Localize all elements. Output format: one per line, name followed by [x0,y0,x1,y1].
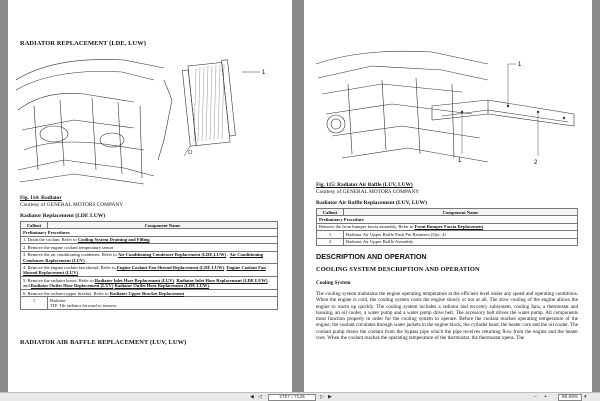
table-row: 1. Drain the coolant. Refer to Cooling S… [20,235,278,245]
procedure-link[interactable]: Front Bumper Fascia Replacement [414,224,484,230]
first-page-icon[interactable]: ◁ [258,393,262,400]
zoom-out-icon[interactable]: − [534,393,537,400]
procedure-link[interactable]: Radiator Outlet Hose Replacement (LDE LU… [114,283,209,289]
procedure-link[interactable]: Radiator Inlet Hose Replacement (LUV) [94,277,175,283]
procedure-step: 4. Remove the engine coolant fan shroud.… [20,263,278,278]
step-text: Drain the coolant. Refer to [27,237,78,243]
callout-label: 1 [458,158,462,164]
procedure-link[interactable]: Air Conditioning Condenser Replacement (… [117,252,227,258]
radiator-illustration: 1 [15,59,266,185]
step-number: 6. [23,290,28,296]
procedure-link[interactable]: Radiator Upper Bracket Replacement [109,290,185,296]
step-text: Remove the radiator upper bracket. Refer… [27,290,110,296]
step-number: 3. [23,252,28,258]
document-page-right: 1 1 2 Fig. 115: Radiator Air Baffle (LUV… [304,0,592,392]
table-header-component: Component Name [343,207,578,217]
section-label: Preliminary Procedure [316,215,578,224]
table-row: 2. Remove the engine coolant temperature… [20,243,278,252]
step-text: , [174,277,177,283]
table-header-callout: Callout [20,220,48,230]
section-heading: DESCRIPTION AND OPERATION [316,252,427,261]
callout-label: 1 [518,62,522,68]
procedure-link[interactable]: Radiator Inlet Hose Replacement (LDE LUW… [176,277,268,283]
zoom-in-icon[interactable]: + [544,393,547,400]
prev-page-icon[interactable]: ◀ [250,393,254,400]
component-name: Radiator Air Upper Baffle Assembly [343,237,578,247]
procedure-step: 6. Remove the radiator upper bracket. Re… [20,289,278,298]
figure-caption: Fig. 115: Radiator Air Baffle (LUV, LUW) [316,182,413,188]
table-row: 5. Remove the radiator hoses. Refer to R… [20,276,278,291]
step-text: Remove the radiator hoses. Refer to [27,277,95,283]
section-label: Preliminary Procedures [20,228,278,237]
radiator-air-baffle-illustration: 1 1 2 [315,50,575,166]
step-number: 1. [23,237,28,243]
procedure-step: 3. Remove the air conditioning condenser… [20,250,278,265]
callout-number: 1 [316,230,344,239]
step-text: , [224,264,227,270]
figure-courtesy: Courtesy of GENERAL MOTORS COMPANY [316,189,420,195]
step-text: . [84,257,86,263]
step-number: 5. [23,277,28,283]
step-number: 2. [23,244,28,250]
total-pages: 7126 [294,394,305,400]
procedure-link[interactable]: Cooling System Draining and Filling [77,237,150,243]
step-text: Remove the front bumper fascia assembly.… [319,224,415,230]
table-header-callout: Callout [316,207,344,217]
procedure-link[interactable]: Air Conditioning Condenser Replacement (… [23,252,264,263]
step-number: 4. [23,264,28,270]
table-title: Radiator Air Baffle Replacement (LUV, LU… [316,200,427,206]
callout-number: 1 [20,296,48,311]
procedure-link[interactable]: Engine Coolant Fan Shroud Replacement (L… [116,264,225,270]
step-text: , and [23,277,269,289]
figure-caption: Fig. 114: Radiator [20,195,62,201]
table-row: 6. Remove the radiator upper bracket. Re… [20,289,278,298]
callout-label: 1 [262,70,266,76]
callout-label: 2 [534,160,538,166]
table-title: Radiator Replacement (LDE LUW) [20,213,106,219]
procedure-table: Callout Component Name Preliminary Proce… [20,220,278,311]
procedure-link[interactable]: Radiator Outlet Hose Replacement (LUV) [30,283,114,289]
step-text: Remove the engine coolant fan shroud. Re… [27,264,117,270]
last-page-icon[interactable]: ▶ [328,393,332,400]
step-text: . [78,270,80,276]
procedure-step: 1. Drain the coolant. Refer to Cooling S… [20,235,278,245]
procedure-table: Callout Component Name Preliminary Proce… [316,207,578,247]
step-text: Remove the air conditioning condenser. R… [27,252,118,258]
tip-text: TIP: Tilt radiator forward to remove. [50,303,118,309]
figure-courtesy: Courtesy of GENERAL MOTORS COMPANY [20,202,124,208]
procedure-link[interactable]: Engine Coolant Fan Shroud Replacement (L… [23,264,266,276]
procedure-step: 5. Remove the radiator hoses. Refer to R… [20,276,278,291]
table-row: 3. Remove the air conditioning condenser… [20,250,278,265]
callout-number: 2 [316,237,344,247]
body-paragraph: The cooling system maintains the engine … [316,291,578,342]
next-section-heading: RADIATOR AIR BAFFLE REPLACEMENT (LUV, LU… [20,339,187,346]
step-text: , [226,252,230,258]
step-text: . [149,237,151,243]
current-page: 2707 [279,394,290,400]
cooling-system-label: Cooling System [316,280,351,286]
document-page-left: RADIATOR REPLACEMENT (LDE, LUW) [8,0,292,392]
sub-heading: COOLING SYSTEM DESCRIPTION AND OPERATION [316,266,480,273]
procedure-step: 2. Remove the engine coolant temperature… [20,243,278,252]
step-text: . [209,283,211,289]
step-text: Remove the engine coolant temperature se… [27,244,115,250]
preliminary-step: Remove the front bumper fascia assembly.… [316,222,578,232]
zoom-dropdown-icon[interactable]: ▾ [584,393,587,400]
table-row: 4. Remove the engine coolant fan shroud.… [20,263,278,278]
next-page-icon[interactable]: ▷ [320,393,324,400]
section-heading: RADIATOR REPLACEMENT (LDE, LUW) [20,40,146,47]
table-header-component: Component Name [47,220,278,230]
component-name: Radiator Air Upper Baffle Push Pin Retai… [343,230,578,239]
